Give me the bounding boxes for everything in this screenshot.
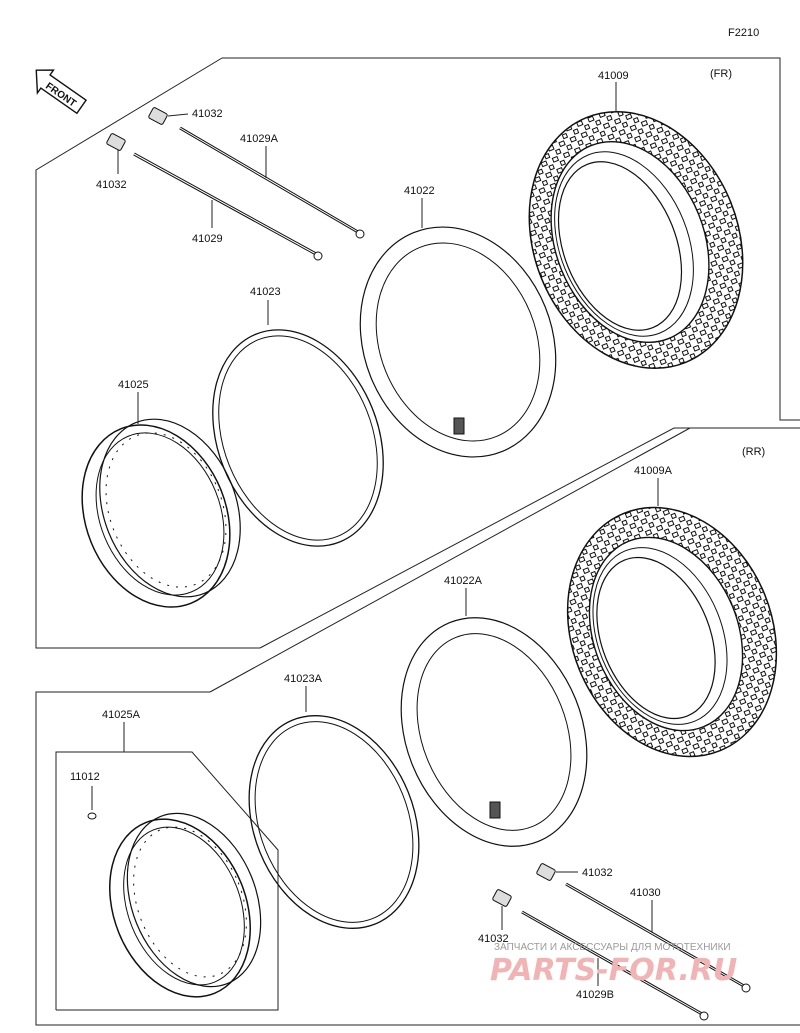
rear-tyre [566,506,778,758]
rear-rim-band [248,715,420,929]
rear-rim [109,812,262,998]
label-41022A: 41022A [444,575,483,587]
label-41029A: 41029A [240,133,279,145]
spoke-nipple-rear-2 [492,889,512,907]
spoke-nipple-front-1 [148,107,168,125]
label-41025: 41025 [118,379,149,391]
front-tyre [528,111,744,369]
rim-kit-subframe [55,751,279,1011]
front-section-frame [222,57,800,421]
rear-spoke-41030 [565,882,751,993]
front-inner-tube [359,226,557,458]
front-rim [81,418,241,608]
section-label-rear: (RR) [742,446,765,458]
rear-inner-tube [400,617,588,847]
figure-code: F2210 [728,27,759,39]
rim-lock-11012 [87,812,97,820]
spoke-nipple-front-2 [106,133,126,151]
label-41032-c: 41032 [582,867,613,879]
rear-spoke-41029B [521,910,709,1021]
front-rim-band [212,329,384,547]
label-41022: 41022 [404,185,435,197]
label-41032-a: 41032 [192,108,223,120]
label-41009A: 41009A [634,465,673,477]
label-41029B: 41029B [576,989,614,1001]
label-41029: 41029 [192,233,223,245]
section-label-front: (FR) [710,68,732,80]
watermark-logo: PARTS-FOR.RU [490,953,737,988]
label-41023A: 41023A [284,673,323,685]
front-direction-badge: FRONT [35,69,88,115]
label-41009: 41009 [598,70,629,82]
label-41032-d: 41032 [478,933,509,945]
label-41032-b: 41032 [96,179,127,191]
label-41030: 41030 [630,887,661,899]
spoke-nipple-rear-1 [536,863,556,881]
label-11012: 11012 [70,771,100,783]
label-41023: 41023 [250,286,281,298]
watermark-tagline: ЗАПЧАСТИ И АКСЕССУАРЫ ДЛЯ МОТОТЕХНИКИ [494,942,731,953]
front-spoke-41029A [179,126,365,239]
front-spoke-41029 [133,152,323,261]
label-41025A: 41025A [102,709,141,721]
